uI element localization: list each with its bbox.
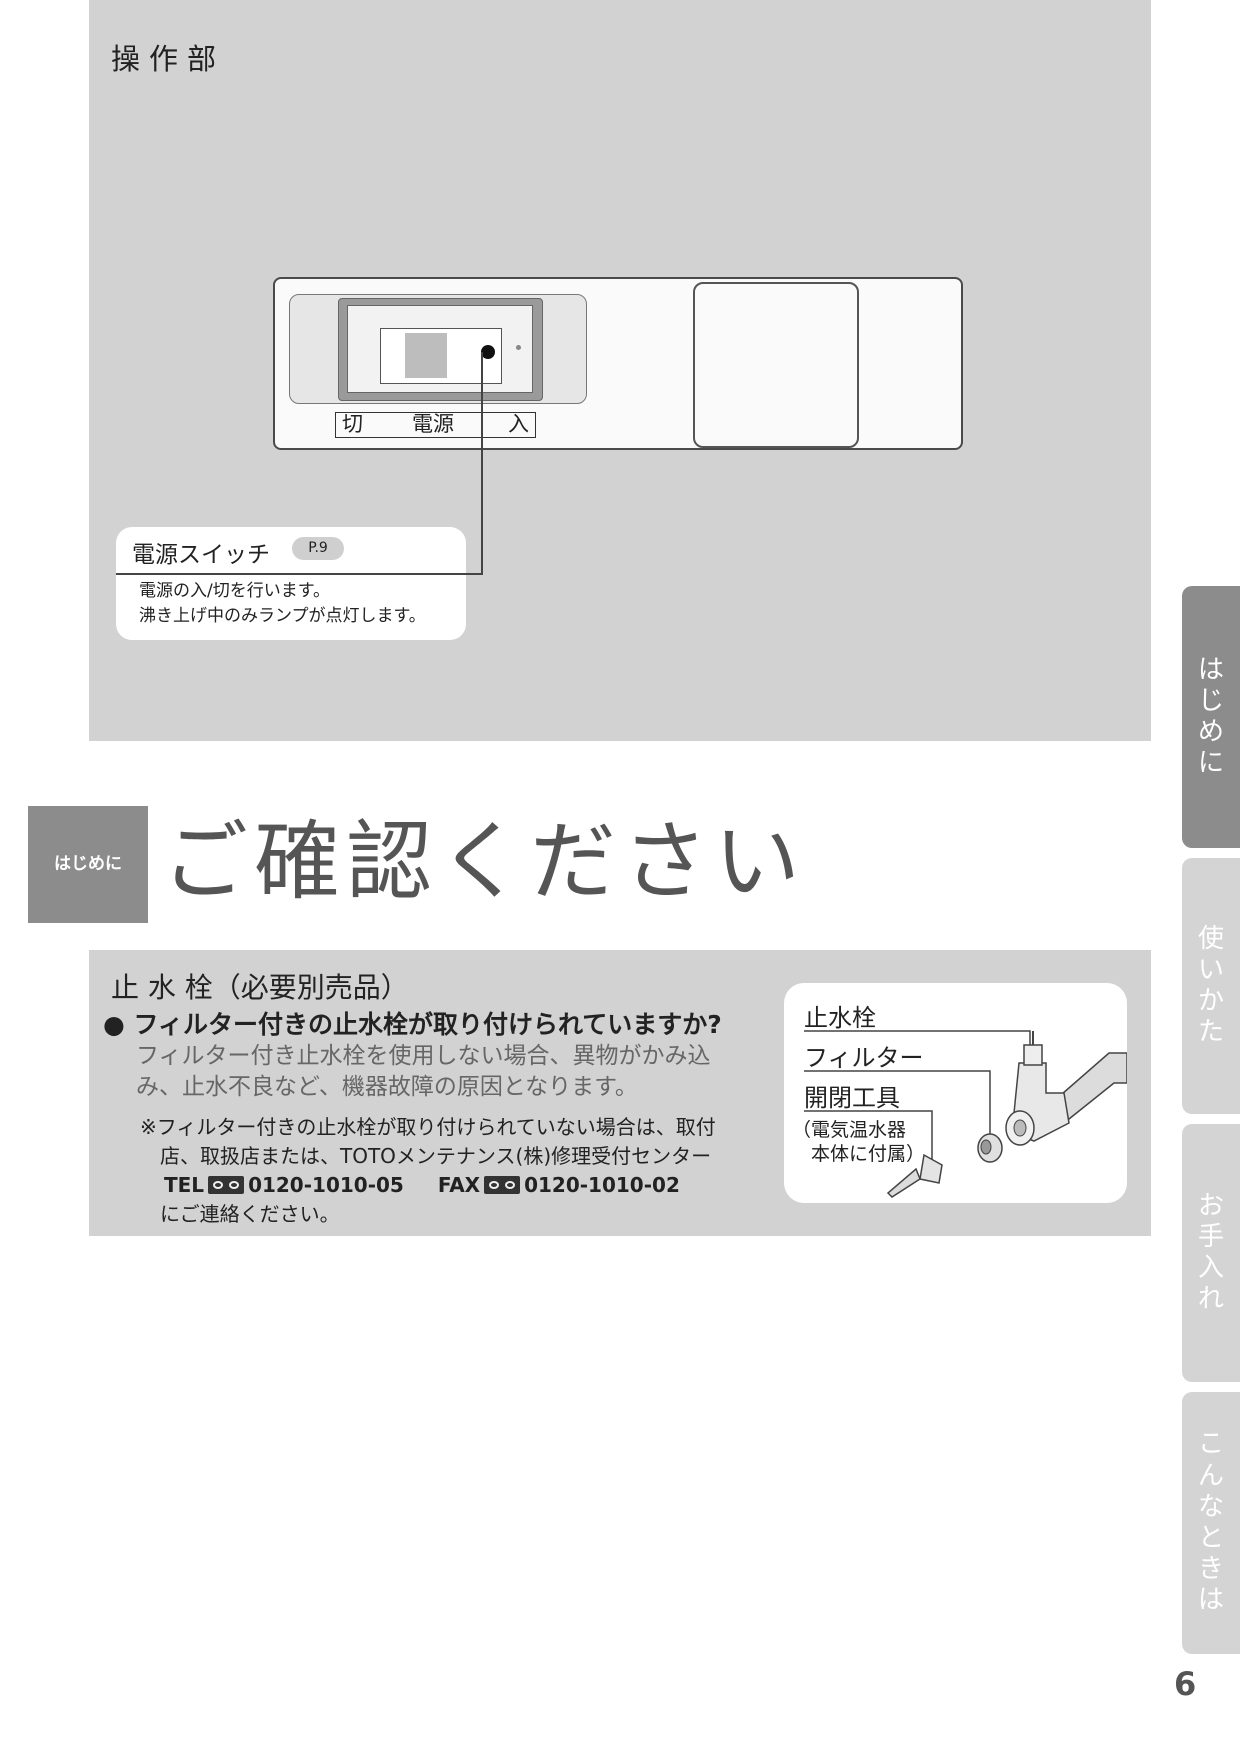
callout-description: 電源の入/切を行います。 沸き上げ中のみランプが点灯します。 (139, 579, 426, 629)
stop-valve-question: ● フィルター付きの止水栓が取り付けられていますか? (103, 1010, 722, 1039)
side-tab-label: 使いかた (1198, 923, 1225, 1048)
label-tool: 開閉工具 (804, 1084, 900, 1112)
switch-label-off: 切 (342, 412, 363, 436)
indicator-dot-icon (516, 345, 521, 350)
side-tab-care[interactable]: お手入れ (1182, 1124, 1240, 1382)
callout-desc-line: 電源の入/切を行います。 (139, 581, 331, 601)
side-tab-label: お手入れ (1198, 1190, 1225, 1315)
callout-title: 電源スイッチ (132, 542, 270, 568)
callout-desc-line: 沸き上げ中のみランプが点灯します。 (139, 606, 426, 626)
switch-rocker-shade (405, 333, 447, 378)
callout-leader-line (481, 352, 483, 573)
section-title: 操作部 (111, 42, 226, 76)
switch-label-bar: 切 電源 入 (335, 412, 536, 438)
chapter-badge: はじめに (28, 806, 148, 923)
free-dial-icon (484, 1176, 521, 1194)
label-filter: フィルター (804, 1044, 924, 1072)
lamp-icon (481, 345, 495, 359)
label-valve: 止水栓 (804, 1004, 876, 1032)
contact-phones: TEL 0120-1010-05 FAX 0120-1010-02 (140, 1171, 716, 1200)
tel-number[interactable]: 0120-1010-05 (248, 1173, 404, 1197)
side-tab-trouble[interactable]: こんなときは (1182, 1392, 1240, 1654)
switch-label-on: 入 (508, 412, 529, 436)
contact-line: ※フィルター付きの止水栓が取り付けられていない場合は、取付 (140, 1115, 716, 1139)
switch-frame (338, 298, 543, 401)
side-tab-label: こんなときは (1198, 1429, 1225, 1616)
stop-valve-illustration: 止水栓 フィルター 開閉工具 （電気温水器 本体に付属） (784, 983, 1127, 1203)
power-switch[interactable] (380, 328, 502, 384)
contact-info: ※フィルター付きの止水栓が取り付けられていない場合は、取付 店、取扱店または、T… (140, 1113, 716, 1229)
power-switch-callout: 電源スイッチ P.9 電源の入/切を行います。 沸き上げ中のみランプが点灯します… (116, 527, 466, 640)
callout-divider (116, 573, 483, 575)
tel-label: TEL (164, 1173, 205, 1197)
note-line: フィルター付き止水栓を使用しない場合、異物がかみ込 (136, 1043, 711, 1069)
page-title: ご確認ください (162, 812, 806, 912)
page-ref-badge[interactable]: P.9 (292, 537, 344, 560)
label-tool-note: （電気温水器 (792, 1119, 907, 1141)
label-tool-note: 本体に付属） (811, 1143, 926, 1165)
switch-label-power: 電源 (412, 412, 454, 436)
free-dial-icon (208, 1176, 245, 1194)
side-tab-usage[interactable]: 使いかた (1182, 858, 1240, 1114)
fax-label: FAX (437, 1173, 481, 1197)
switch-housing (289, 294, 587, 404)
stop-valve-title: 止 水 栓（必要別売品） (111, 971, 409, 1004)
stop-valve-note: フィルター付き止水栓を使用しない場合、異物がかみ込 み、止水不良など、機器故障の… (136, 1041, 711, 1103)
display-window (693, 282, 859, 448)
page-number: 6 (1174, 1665, 1197, 1703)
control-panel-illustration: 切 電源 入 (273, 277, 963, 450)
fax-number[interactable]: 0120-1010-02 (524, 1173, 680, 1197)
side-tab-label: はじめに (1198, 654, 1225, 779)
side-tab-intro[interactable]: はじめに (1182, 586, 1240, 848)
valve-drawing-icon (804, 1030, 1127, 1198)
switch-face (347, 305, 533, 393)
contact-line: にご連絡ください。 (160, 1202, 340, 1226)
contact-line: 店、取扱店または、TOTOメンテナンス(株)修理受付センター (160, 1144, 712, 1168)
note-line: み、止水不良など、機器故障の原因となります。 (136, 1074, 638, 1100)
